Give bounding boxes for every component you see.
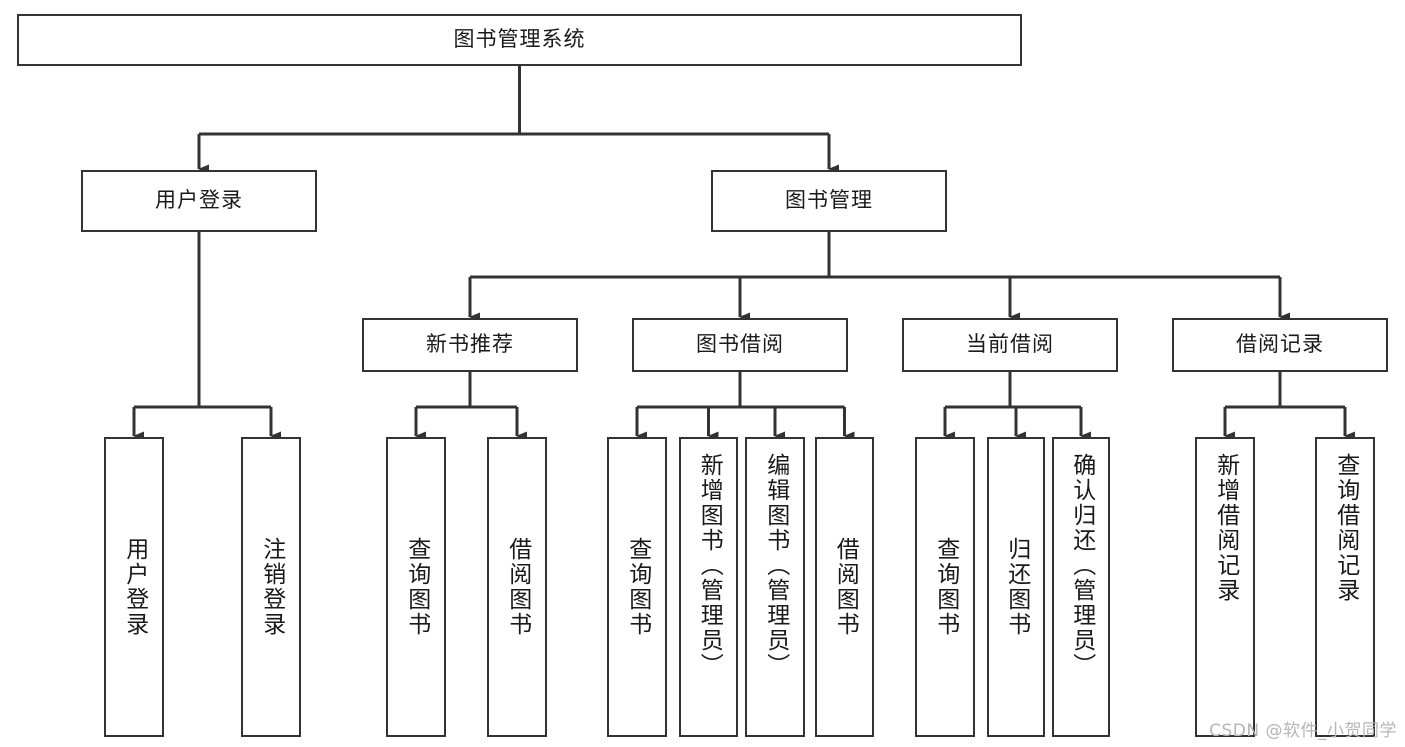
node-label: 图书管理 [785,188,873,213]
node-book-manage[interactable]: 图书管理 [711,170,947,232]
node-user-login[interactable]: 用户登录 [81,170,317,232]
leaf-leaf-query-book-borrow[interactable]: 查询图书 [607,437,667,737]
leaf-leaf-logout-login[interactable]: 注销登录 [241,437,301,737]
node-label: 用户登录 [155,188,243,213]
node-label: 查询图书 [403,537,430,637]
node-label: 确认归还（管理员） [1068,453,1095,678]
leaf-leaf-user-login[interactable]: 用户登录 [104,437,164,737]
leaf-leaf-confirm-return-admin[interactable]: 确认归还（管理员） [1052,437,1110,737]
leaf-leaf-return-book[interactable]: 归还图书 [987,437,1045,737]
node-root[interactable]: 图书管理系统 [17,14,1022,66]
leaf-leaf-query-book-current[interactable]: 查询图书 [915,437,975,737]
leaf-leaf-add-book-admin[interactable]: 新增图书（管理员） [679,437,738,737]
node-label: 新增图书（管理员） [696,453,723,678]
leaf-leaf-query-borrow-record[interactable]: 查询借阅记录 [1315,437,1375,737]
node-label: 新书推荐 [426,332,514,357]
leaf-leaf-borrow-book-recommend[interactable]: 借阅图书 [487,437,547,737]
node-label: 新增借阅记录 [1212,453,1239,603]
node-label: 借阅图书 [832,537,859,637]
node-label: 归还图书 [1003,537,1030,637]
node-label: 当前借阅 [966,332,1054,357]
leaf-leaf-edit-book-admin[interactable]: 编辑图书（管理员） [745,437,805,737]
node-label: 图书管理系统 [453,27,586,52]
node-label: 用户登录 [121,537,148,637]
node-label: 图书借阅 [696,332,784,357]
node-borrow-record[interactable]: 借阅记录 [1172,318,1388,372]
node-new-book-recommend[interactable]: 新书推荐 [362,318,578,372]
leaf-leaf-add-borrow-record[interactable]: 新增借阅记录 [1195,437,1255,737]
node-label: 查询图书 [624,537,651,637]
node-label: 注销登录 [258,537,285,637]
node-label: 借阅记录 [1236,332,1324,357]
leaf-leaf-query-book-recommend[interactable]: 查询图书 [386,437,446,737]
node-label: 借阅图书 [504,537,531,637]
node-label: 编辑图书（管理员） [762,453,789,678]
node-current-borrow[interactable]: 当前借阅 [902,318,1118,372]
leaf-leaf-borrow-book-borrow[interactable]: 借阅图书 [815,437,874,737]
node-book-borrow[interactable]: 图书借阅 [632,318,848,372]
node-label: 查询借阅记录 [1332,453,1359,603]
node-label: 查询图书 [932,537,959,637]
